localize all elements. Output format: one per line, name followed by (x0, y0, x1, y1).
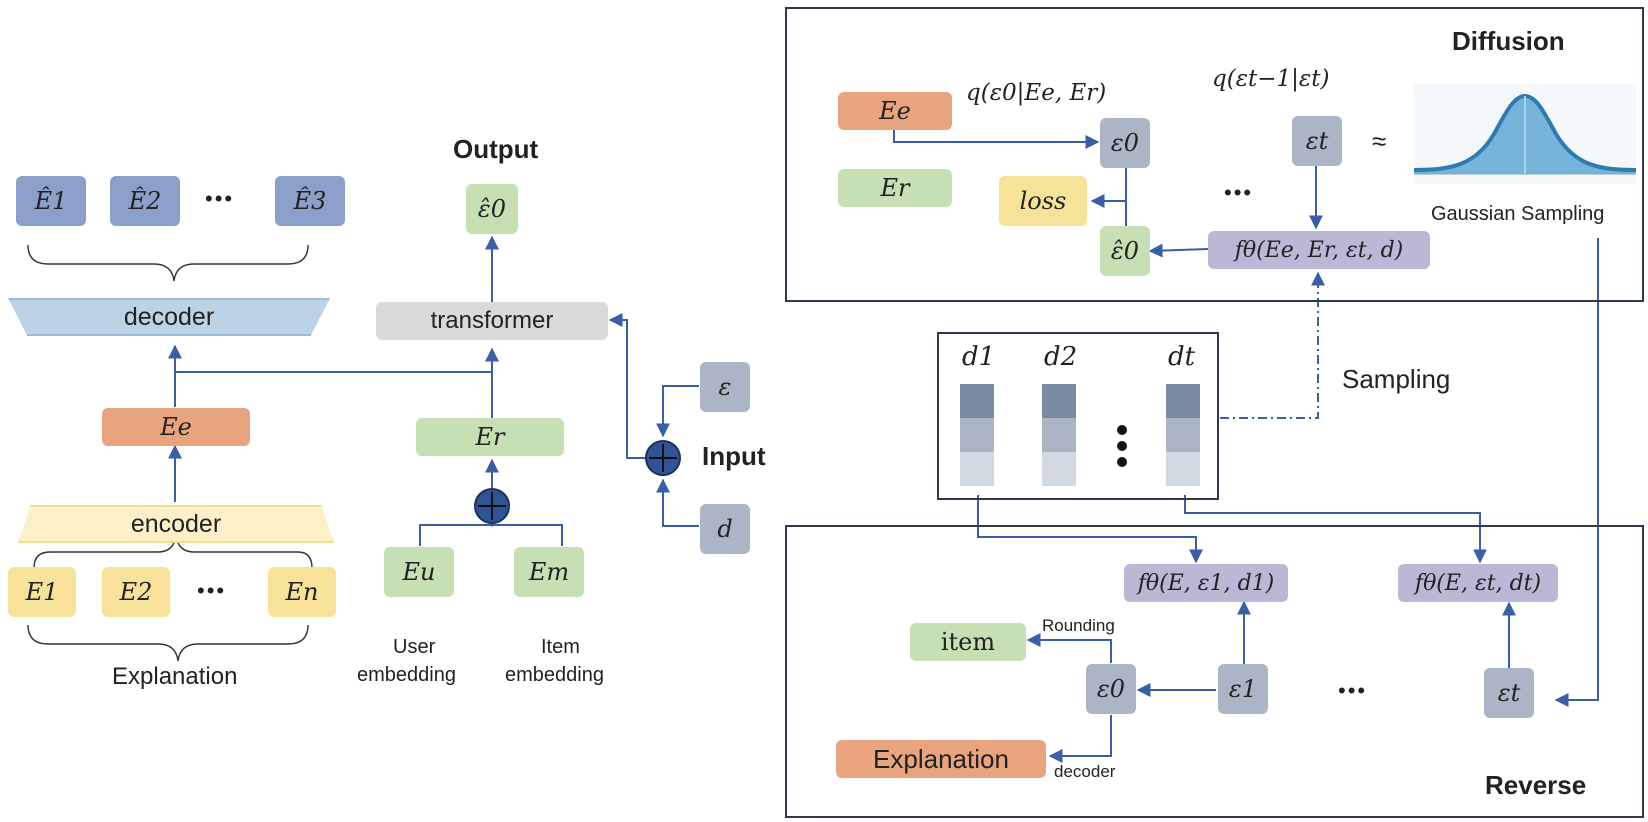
d1-stack (960, 384, 994, 486)
diffusion-panel (785, 7, 1644, 302)
diffusion-title: Diffusion (1452, 26, 1565, 56)
vertical-ellipsis-dot-1 (1117, 425, 1127, 435)
em-node: Em (514, 547, 584, 597)
e-ellipsis: ••• (197, 578, 227, 603)
item-embedding-label-line2: embedding (505, 664, 604, 686)
qt-formula: q(εt−1|εt) (1212, 66, 1330, 92)
e2-node: E2 (102, 567, 170, 617)
transformer-block: transformer (376, 302, 608, 340)
ehat-3-node: Ê3 (275, 176, 345, 226)
e1-node: E1 (8, 567, 76, 617)
output-title: Output (453, 134, 539, 164)
diffusion-ee-node: Ee (838, 92, 952, 130)
d2-stack (1042, 384, 1076, 486)
reverse-ellipsis: ••• (1338, 678, 1368, 703)
encoder-block: encoder (18, 505, 334, 543)
approx-symbol: ≈ (1372, 126, 1387, 156)
diffusion-f-theta-node: fθ(Ee, Er, εt, d) (1208, 231, 1430, 269)
decoder-block: decoder (8, 298, 330, 336)
vertical-ellipsis-dot-3 (1117, 457, 1127, 467)
reverse-explanation-node: Explanation (836, 740, 1046, 778)
q0-formula: q(ε0|Ee, Er) (966, 80, 1107, 106)
item-node: item (910, 623, 1026, 661)
ehat-ellipsis: ••• (205, 186, 235, 211)
eu-node: Eu (384, 547, 454, 597)
explanation-label: Explanation (112, 663, 238, 690)
d2-label: d2 (1044, 342, 1078, 372)
input-title: Input (702, 441, 766, 471)
sum-operator-icon (474, 488, 510, 524)
diffusion-eps0-node: ε0 (1100, 118, 1150, 168)
reverse-panel (785, 525, 1644, 818)
reverse-eps0-node: ε0 (1086, 664, 1136, 714)
ee-node: Ee (102, 408, 250, 446)
ehat-2-node: Ê2 (110, 176, 180, 226)
ehat-1-node: Ê1 (16, 176, 86, 226)
decoder-label: decoder (1054, 762, 1116, 781)
sampling-label: Sampling (1342, 364, 1451, 394)
dt-stack (1166, 384, 1200, 486)
er-node: Er (416, 418, 564, 456)
sampling-panel (937, 332, 1219, 500)
user-embedding-label-line2: embedding (357, 664, 456, 686)
dt-label: dt (1168, 342, 1196, 372)
diffusion-epst-node: εt (1292, 116, 1342, 166)
d1-label: d1 (962, 342, 996, 372)
output-eps0hat-node: ε̂0 (466, 184, 518, 234)
reverse-title: Reverse (1485, 770, 1587, 800)
reverse-eps1-node: ε1 (1218, 664, 1268, 714)
vertical-ellipsis-dot-2 (1117, 441, 1127, 451)
user-embedding-label-line1: User (393, 636, 436, 658)
item-embedding-label-line1: Item (541, 636, 580, 658)
reverse-f1-node: fθ(E, ε1, d1) (1124, 564, 1288, 602)
input-sum-operator-icon (645, 440, 681, 476)
diffusion-er-node: Er (838, 169, 952, 207)
gaussian-curve-icon (1414, 84, 1636, 184)
gaussian-sampling-label: Gaussian Sampling (1431, 203, 1605, 225)
reverse-epst-node: εt (1484, 668, 1534, 718)
loss-node: loss (999, 176, 1087, 226)
diffusion-ellipsis: ••• (1224, 180, 1254, 205)
input-d-node: d (700, 504, 750, 554)
reverse-ft-node: fθ(E, εt, dt) (1398, 564, 1558, 602)
diffusion-eps0hat-node: ε̂0 (1100, 226, 1150, 276)
rounding-label: Rounding (1042, 616, 1115, 635)
en-node: En (268, 567, 336, 617)
input-eps-node: ε (700, 362, 750, 412)
